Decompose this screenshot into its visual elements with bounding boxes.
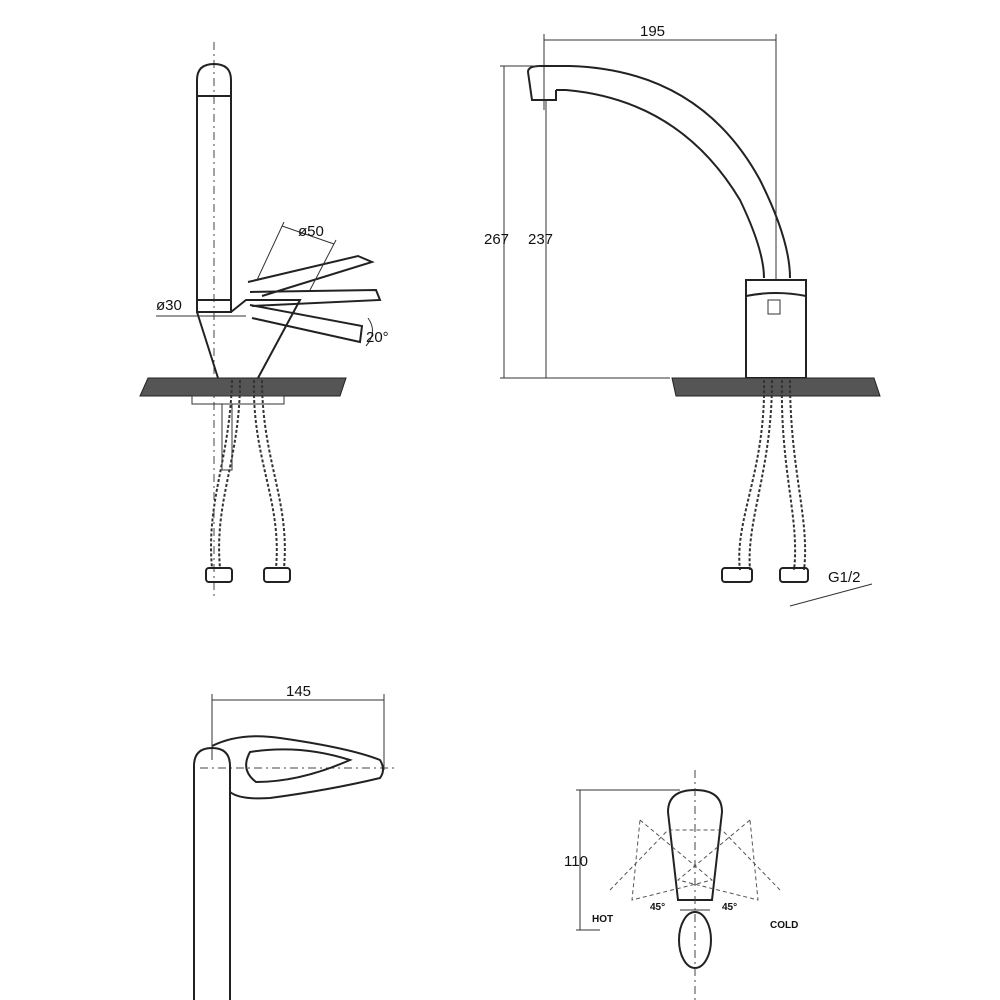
side-spout-tip bbox=[527, 71, 557, 101]
front-mount-plate bbox=[191, 395, 285, 405]
rotation-handle-center bbox=[666, 788, 724, 901]
front-view: ø50 ø30 20° bbox=[139, 42, 389, 600]
top-spout bbox=[193, 746, 231, 1000]
front-hose-left-b bbox=[210, 379, 233, 569]
dim-angle-arc bbox=[365, 317, 373, 347]
side-hose-left-b bbox=[748, 379, 773, 571]
front-counter-top bbox=[139, 377, 347, 397]
top-handle-inner bbox=[245, 748, 353, 784]
side-counter-top bbox=[671, 377, 881, 397]
rotation-handle-hot bbox=[631, 819, 714, 901]
front-handle-upper bbox=[247, 254, 375, 297]
side-fitting-right bbox=[779, 567, 809, 583]
front-hose-left bbox=[218, 379, 241, 569]
front-hose-right bbox=[252, 379, 278, 569]
rotation-handle-cold bbox=[676, 819, 759, 901]
side-hose-right bbox=[780, 379, 797, 571]
dim-phi50-ext2 bbox=[309, 239, 337, 291]
front-threaded-rod bbox=[221, 403, 233, 471]
rotation-angle-cold: 45° bbox=[722, 902, 737, 913]
front-spout-column bbox=[196, 62, 232, 313]
rotation-view: 110 HOT COLD 45° 45° bbox=[564, 770, 798, 1000]
front-fitting-left bbox=[205, 567, 233, 583]
dim-110-label: 110 bbox=[564, 853, 588, 870]
dim-237-label: 237 bbox=[528, 231, 553, 248]
side-hose-right-b bbox=[789, 379, 807, 571]
side-hose-left bbox=[738, 379, 766, 571]
dim-thread-label: G1/2 bbox=[828, 569, 861, 586]
front-fitting-right bbox=[263, 567, 291, 583]
front-handle-middle bbox=[249, 288, 382, 307]
dim-angle-label: 20° bbox=[366, 329, 389, 346]
dim-phi30-label: ø30 bbox=[156, 297, 182, 314]
dim-phi50-line bbox=[281, 225, 335, 245]
rotation-angle-hot: 45° bbox=[650, 902, 665, 913]
rotation-hot-label: HOT bbox=[592, 914, 613, 925]
side-fitting-left bbox=[721, 567, 753, 583]
side-handle-stub bbox=[767, 299, 781, 315]
dim-267-label: 267 bbox=[484, 231, 509, 248]
top-handle bbox=[211, 735, 384, 800]
top-view: 145 bbox=[193, 683, 396, 1000]
side-body-band bbox=[745, 292, 807, 297]
side-spout-inner bbox=[556, 89, 765, 279]
dim-195-label: 195 bbox=[640, 23, 665, 40]
front-handle-lower bbox=[249, 304, 364, 344]
side-view: 195 267 237 G1/2 bbox=[484, 23, 881, 607]
side-spout-outer bbox=[527, 65, 791, 279]
dim-phi50-ext1 bbox=[256, 221, 285, 281]
front-body bbox=[196, 299, 302, 379]
dim-145-label: 145 bbox=[286, 683, 311, 700]
rotation-cold-label: COLD bbox=[770, 920, 798, 931]
front-hose-right-b bbox=[261, 379, 286, 569]
dim-thread-line bbox=[789, 583, 873, 607]
dim-phi50-label: ø50 bbox=[298, 223, 324, 240]
